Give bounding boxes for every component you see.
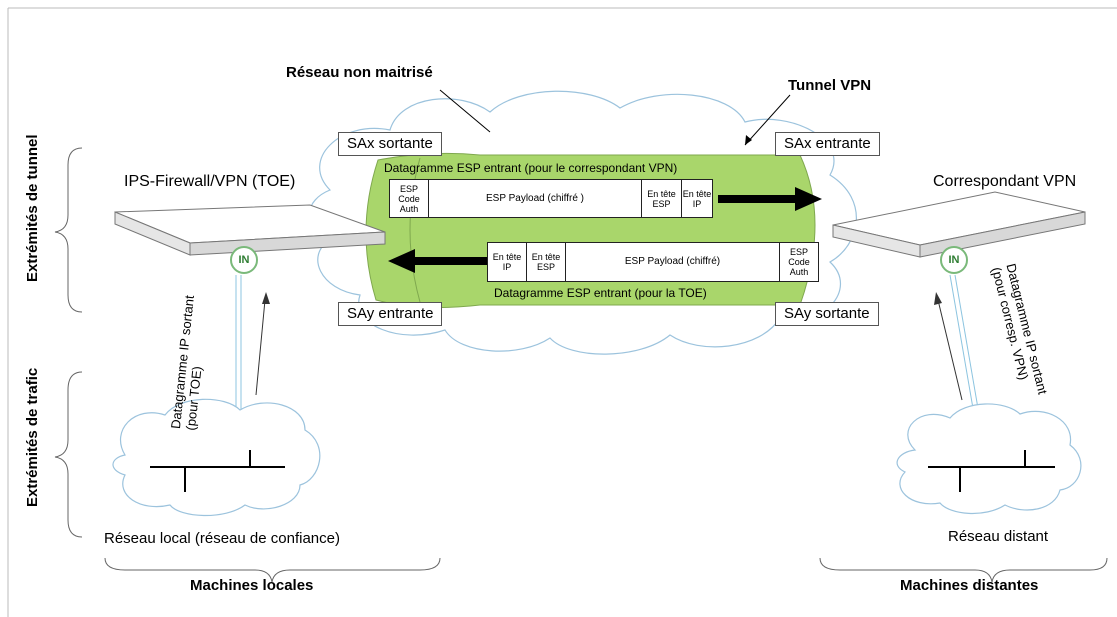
top-datagram-title: Datagramme ESP entrant (pour le correspo… xyxy=(384,161,678,175)
remote-network-cloud xyxy=(896,403,1082,515)
say-sortante-box: SAy sortante xyxy=(775,302,879,326)
sax-sortante-box: SAx sortante xyxy=(338,132,442,156)
traffic-endpoints-brace xyxy=(54,371,83,538)
outgoing-arrow-left xyxy=(388,249,492,273)
left-thin-arrow xyxy=(255,292,270,396)
bottom-esp-payload-cell: ESP Payload (chiffré) xyxy=(565,242,780,282)
top-esp-header-cell: En tête ESP xyxy=(641,179,682,218)
untrusted-pointer xyxy=(439,89,491,133)
top-esp-payload-cell: ESP Payload (chiffré ) xyxy=(428,179,642,218)
tunnel-pointer-head xyxy=(745,135,752,145)
sax-entrante-box: SAx entrante xyxy=(775,132,880,156)
tunnel-endpoints-label: Extrémités de tunnel xyxy=(24,134,41,282)
bottom-esp-header-cell: En tête ESP xyxy=(526,242,566,282)
bottom-ip-header-cell: En tête IP xyxy=(487,242,527,282)
outgoing-arrow-right xyxy=(718,187,822,211)
top-esp-auth-cell: ESP Code Auth xyxy=(389,179,429,218)
right-thin-arrow xyxy=(934,292,963,401)
local-machines-brace xyxy=(104,557,441,583)
in-right-badge: IN xyxy=(940,246,968,274)
remote-machines-brace xyxy=(819,557,1108,583)
tunnel-curve-left xyxy=(409,157,421,303)
vpn-peer-device xyxy=(832,191,1086,258)
toe-device-label: IPS-Firewall/VPN (TOE) xyxy=(124,173,296,190)
local-network-label: Réseau local (réseau de confiance) xyxy=(104,530,340,547)
traffic-endpoints-label: Extrémités de trafic xyxy=(24,367,41,507)
bottom-esp-auth-cell: ESP Code Auth xyxy=(779,242,819,282)
remote-network-label: Réseau distant xyxy=(948,528,1049,545)
local-network-cloud xyxy=(112,398,321,517)
say-entrante-box: SAy entrante xyxy=(338,302,443,326)
bottom-datagram-title: Datagramme ESP entrant (pour la TOE) xyxy=(494,286,707,300)
left-cable xyxy=(235,275,242,410)
vpn-tunnel-label: Tunnel VPN xyxy=(788,77,872,94)
top-ip-header-cell: En tête IP xyxy=(681,179,713,218)
local-machines-label: Machines locales xyxy=(190,577,314,594)
in-left-badge: IN xyxy=(230,246,258,274)
untrusted-network-label: Réseau non maitrisé xyxy=(286,64,433,81)
right-cable xyxy=(949,274,981,421)
toe-device xyxy=(114,204,386,256)
vpn-peer-label: Correspondant VPN xyxy=(933,173,1077,190)
tunnel-endpoints-brace xyxy=(54,147,83,313)
remote-machines-label: Machines distantes xyxy=(900,577,1039,594)
tunnel-pointer xyxy=(744,94,791,146)
vpn-tunnel-band xyxy=(365,152,816,309)
